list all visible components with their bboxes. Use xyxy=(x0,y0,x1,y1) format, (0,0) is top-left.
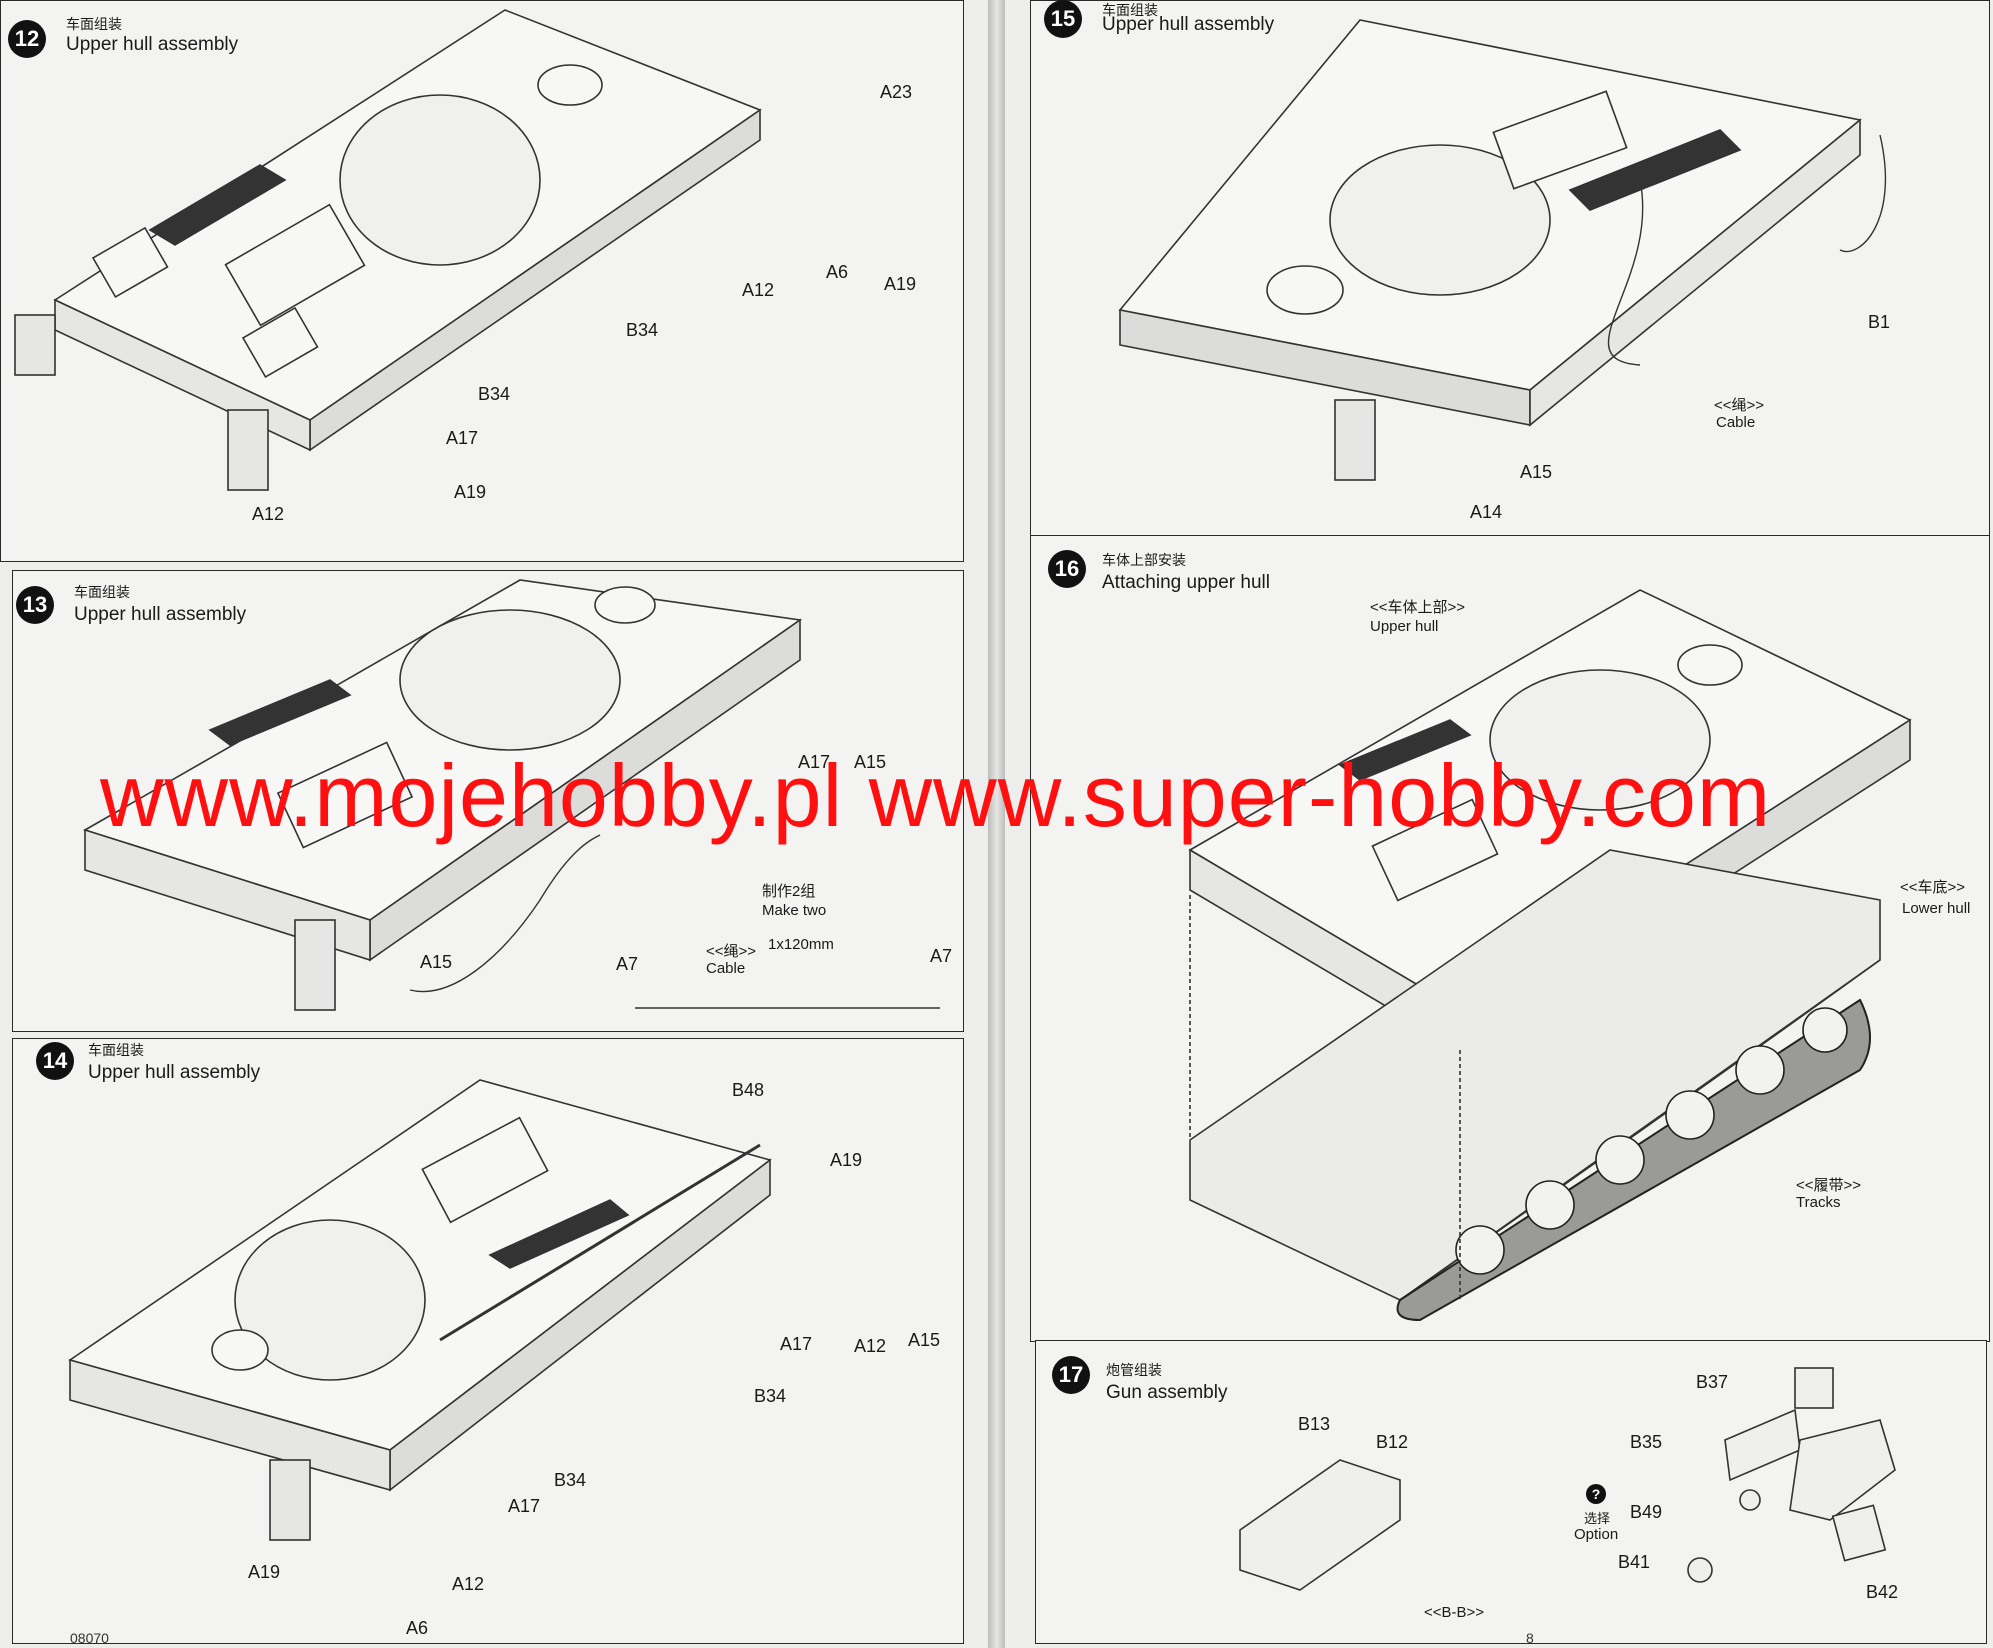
part-label: B37 xyxy=(1696,1372,1729,1392)
part-label: B34 xyxy=(626,320,659,340)
part-label: B41 xyxy=(1618,1552,1651,1572)
part-label: A12 xyxy=(452,1574,485,1594)
part-label: B34 xyxy=(478,384,511,404)
part-label: B13 xyxy=(1298,1414,1331,1434)
part-label: B34 xyxy=(754,1386,787,1406)
part-label: A14 xyxy=(1470,502,1503,522)
step-number-14: 14 xyxy=(36,1042,74,1080)
option-label-cn: 选择 xyxy=(1584,1511,1611,1526)
lower-hull-label-cn: <<车底>> xyxy=(1900,879,1966,896)
tracks-label-cn: <<履带>> xyxy=(1796,1177,1862,1194)
step-number-12: 12 xyxy=(8,20,46,58)
step-number-15: 15 xyxy=(1044,0,1082,38)
part-label: A15 xyxy=(1520,462,1553,482)
step-number-17: 17 xyxy=(1052,1356,1090,1394)
step-15-title: Upper hull assembly xyxy=(1102,14,1275,35)
part-label: B48 xyxy=(732,1080,765,1100)
part-label: A15 xyxy=(908,1330,941,1350)
part-label: A7 xyxy=(616,954,639,974)
option-icon: ? xyxy=(1586,1484,1606,1504)
part-label: B35 xyxy=(1630,1432,1663,1452)
part-label: A12 xyxy=(252,504,285,524)
upper-hull-label-cn: <<车体上部>> xyxy=(1370,599,1466,616)
part-label: B49 xyxy=(1630,1502,1663,1522)
part-label: B42 xyxy=(1866,1582,1899,1602)
watermark: www.mojehobby.pl www.super-hobby.com xyxy=(100,746,1772,845)
step-17-title: Gun assembly xyxy=(1106,1382,1228,1403)
step-12-title: Upper hull assembly xyxy=(66,34,239,55)
part-label: A12 xyxy=(742,280,775,300)
step-17-title-cn: 炮管组装 xyxy=(1106,1362,1162,1378)
cable-label-cn: <<绳>> xyxy=(706,943,757,960)
section-label: <<B-B>> xyxy=(1424,1604,1485,1621)
step-15-title-cn: 车面组装 xyxy=(1102,2,1158,18)
part-label: A15 xyxy=(420,952,453,972)
part-label: A15 xyxy=(854,752,887,772)
upper-hull-label: Upper hull xyxy=(1370,618,1439,635)
part-label: A12 xyxy=(854,1336,887,1356)
part-label: A6 xyxy=(826,262,849,282)
gun-part-b13-b12 xyxy=(1239,1459,1401,1591)
step-14-title: Upper hull assembly xyxy=(88,1062,261,1083)
cable-label-cn: <<绳>> xyxy=(1714,397,1765,414)
cable-label: Cable xyxy=(1716,414,1756,431)
step-14-title-cn: 车面组装 xyxy=(88,1042,144,1058)
part-label: A6 xyxy=(406,1618,429,1638)
part-label: B12 xyxy=(1376,1432,1409,1452)
cable-label: Cable xyxy=(706,960,746,977)
note-make-two: Make two xyxy=(762,902,827,919)
part-label: B1 xyxy=(1868,312,1891,332)
part-label: A17 xyxy=(798,752,831,772)
part-label: B34 xyxy=(554,1470,587,1490)
part-label: A7 xyxy=(930,946,953,966)
note-make-two-cn: 制作2组 xyxy=(762,883,816,900)
part-label: A19 xyxy=(830,1150,863,1170)
tracks-label: Tracks xyxy=(1796,1194,1841,1211)
step-16-title-cn: 车体上部安装 xyxy=(1102,552,1186,568)
step-12-title-cn: 车面组装 xyxy=(66,16,122,32)
step-number-13: 13 xyxy=(16,586,54,624)
step-13-title-cn: 车面组装 xyxy=(74,584,130,600)
lower-hull-label: Lower hull xyxy=(1902,900,1971,917)
step-16-title: Attaching upper hull xyxy=(1102,572,1270,593)
step-number-16: 16 xyxy=(1048,550,1086,588)
book-spine xyxy=(988,0,1005,1648)
part-label: A17 xyxy=(446,428,479,448)
left-page-number: 08070 xyxy=(70,1630,109,1646)
option-label: Option xyxy=(1574,1526,1619,1543)
part-label: A17 xyxy=(780,1334,813,1354)
part-label: A17 xyxy=(508,1496,541,1516)
part-label: A23 xyxy=(880,82,913,102)
step-13-title: Upper hull assembly xyxy=(74,604,247,625)
part-label: A19 xyxy=(884,274,917,294)
cable-size: 1x120mm xyxy=(768,936,834,953)
part-label: A19 xyxy=(454,482,487,502)
part-label: A19 xyxy=(248,1562,281,1582)
right-page-number: 8 xyxy=(1526,1630,1534,1646)
